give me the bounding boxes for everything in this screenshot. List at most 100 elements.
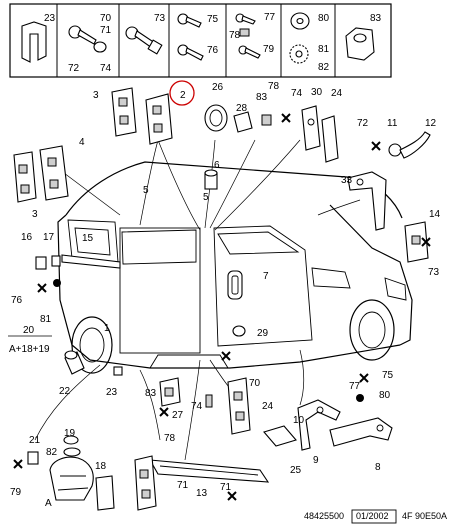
screw-76-icon bbox=[177, 44, 204, 61]
callout-c1: 1 bbox=[104, 323, 110, 334]
roller-22 bbox=[64, 350, 85, 375]
step-13 bbox=[148, 459, 270, 483]
bracket-74-lower bbox=[205, 394, 213, 408]
highlight-circle bbox=[169, 80, 195, 106]
clip-78-icon bbox=[239, 28, 250, 37]
callout-c13: 13 bbox=[196, 488, 208, 499]
callout-c83b: 83 bbox=[145, 388, 157, 399]
grommet-81-upper bbox=[53, 279, 61, 287]
bracket-24-upper bbox=[321, 115, 339, 163]
callout-c71a: 71 bbox=[177, 480, 189, 491]
top-label-78: 78 bbox=[229, 30, 241, 41]
lock-14 bbox=[404, 221, 429, 263]
slide-arm-10-9 bbox=[297, 399, 341, 451]
top-label-73: 73 bbox=[154, 13, 166, 24]
callout-c2: 2 bbox=[180, 90, 186, 101]
block-28 bbox=[233, 111, 253, 133]
runner-18 bbox=[95, 475, 115, 511]
top-label-81: 81 bbox=[318, 44, 330, 55]
callout-c28: 28 bbox=[236, 103, 248, 114]
callout-c16: 16 bbox=[21, 232, 33, 243]
callout-c76: 76 bbox=[11, 295, 23, 306]
top-label-72: 72 bbox=[68, 63, 80, 74]
bracket-71-lower bbox=[134, 455, 157, 511]
callout-c7: 7 bbox=[263, 271, 269, 282]
top-label-83: 83 bbox=[370, 13, 382, 24]
screw-75-icon bbox=[177, 13, 202, 28]
guide-16-17 bbox=[35, 255, 61, 270]
callout-c70: 70 bbox=[249, 378, 261, 389]
callout-c78b: 78 bbox=[164, 433, 176, 444]
callout-c75: 75 bbox=[382, 370, 394, 381]
callout-c18: 18 bbox=[95, 461, 107, 472]
footer-part-number: 48425500 bbox=[304, 511, 344, 521]
hinge-4 bbox=[39, 145, 69, 201]
screw-79-icon bbox=[238, 45, 261, 59]
top-label-74: 74 bbox=[100, 63, 112, 74]
callout-c8: 8 bbox=[375, 462, 381, 473]
top-label-79: 79 bbox=[263, 44, 275, 55]
callout-c5b: 5 bbox=[203, 192, 209, 203]
callout-c11: 11 bbox=[387, 118, 398, 129]
callout-c19: 19 bbox=[64, 428, 76, 439]
top-label-80: 80 bbox=[318, 13, 330, 24]
callout-c29: 29 bbox=[257, 328, 269, 339]
rail-15 bbox=[61, 254, 121, 269]
top-label-23: 23 bbox=[44, 13, 56, 24]
hinge-2-upper bbox=[145, 93, 173, 145]
callout-c80: 80 bbox=[379, 390, 391, 401]
grommet-80 bbox=[356, 394, 364, 402]
callout-c73: 73 bbox=[428, 267, 440, 278]
screw-29 bbox=[232, 325, 246, 337]
formula-label: A+18+19 bbox=[9, 344, 50, 355]
callout-c5a: 5 bbox=[143, 185, 149, 196]
screw-cross-marks bbox=[13, 113, 431, 501]
footer-date: 01/2002 bbox=[356, 511, 389, 521]
callout-c82: 82 bbox=[46, 447, 58, 458]
callout-c3b: 3 bbox=[32, 209, 38, 220]
rail-33-arm bbox=[347, 171, 387, 231]
callout-c10: 10 bbox=[293, 415, 305, 426]
callout-c17: 17 bbox=[43, 232, 55, 243]
callout-c30: 30 bbox=[311, 87, 323, 98]
top-label-75: 75 bbox=[207, 14, 219, 25]
spring-83-upper bbox=[261, 114, 272, 126]
callout-c24b: 24 bbox=[262, 401, 274, 412]
roller-6 bbox=[204, 169, 218, 190]
callout-c20: 20 bbox=[23, 325, 35, 336]
roller-19-82 bbox=[63, 435, 79, 445]
van-body bbox=[57, 161, 413, 374]
callout-c23: 23 bbox=[106, 387, 118, 398]
handle-7 bbox=[227, 270, 243, 300]
callout-c22: 22 bbox=[59, 386, 71, 397]
callout-c14: 14 bbox=[429, 209, 441, 220]
hinge-3-lower bbox=[13, 151, 37, 203]
callout-c27: 27 bbox=[172, 410, 184, 421]
callout-c79: 79 bbox=[10, 487, 22, 498]
roller-25 bbox=[263, 425, 297, 447]
callout-c9: 9 bbox=[313, 455, 319, 466]
callout-c72: 72 bbox=[357, 118, 369, 129]
callout-c3a: 3 bbox=[93, 90, 99, 101]
callout-c25: 25 bbox=[290, 465, 302, 476]
callout-c26: 26 bbox=[212, 82, 224, 93]
nut-83-icon bbox=[345, 27, 375, 61]
callout-c81: 81 bbox=[40, 314, 52, 325]
washer-80-icon bbox=[290, 12, 310, 30]
callout-c4: 4 bbox=[79, 137, 85, 148]
clip-23-icon bbox=[21, 21, 47, 63]
callout-c33: 33 bbox=[341, 175, 353, 186]
footer-code: 4F 90E50A bbox=[402, 511, 447, 521]
callout-c74a: 74 bbox=[291, 88, 303, 99]
callout-c24a: 24 bbox=[331, 88, 343, 99]
callout-c21: 21 bbox=[29, 435, 41, 446]
assembly-letter-a: A bbox=[45, 498, 52, 509]
assembly-a bbox=[49, 447, 94, 501]
bracket-24-lower bbox=[227, 377, 251, 435]
callout-c78a: 78 bbox=[268, 81, 280, 92]
footer: 48425500 01/2002 4F 90E50A bbox=[304, 509, 447, 524]
top-label-77: 77 bbox=[264, 12, 276, 23]
